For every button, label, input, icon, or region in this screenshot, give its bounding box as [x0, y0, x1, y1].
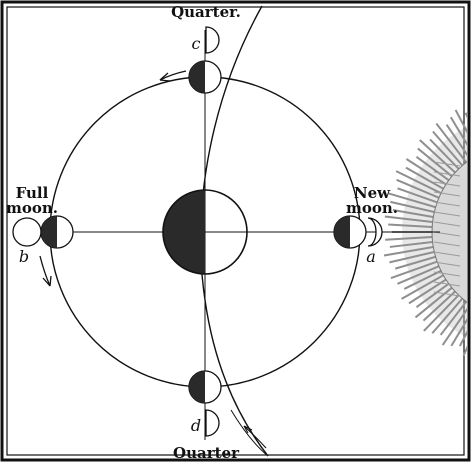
moon-bottom [189, 371, 221, 403]
quarter-half-moon-top [206, 27, 219, 53]
label-letter-b: b [19, 247, 29, 266]
quarter-half-moon-bottom [206, 410, 219, 436]
moon-top [189, 61, 221, 93]
label-letter-d: d [191, 416, 201, 435]
moon-right [334, 216, 366, 248]
full-moon-disc [13, 218, 41, 246]
label-full-moon-line2: moon. [6, 199, 58, 217]
arrow-earth-orbit [244, 426, 266, 448]
arrow-left-orbit [40, 256, 51, 286]
label-letter-a: a [366, 247, 376, 266]
label-letter-c: c [192, 34, 201, 53]
label-new-moon-line2: moon. [346, 199, 398, 217]
label-quarter-top: Quarter. [171, 3, 241, 21]
moon-left [41, 216, 73, 248]
arrow-top-orbit [160, 71, 186, 81]
